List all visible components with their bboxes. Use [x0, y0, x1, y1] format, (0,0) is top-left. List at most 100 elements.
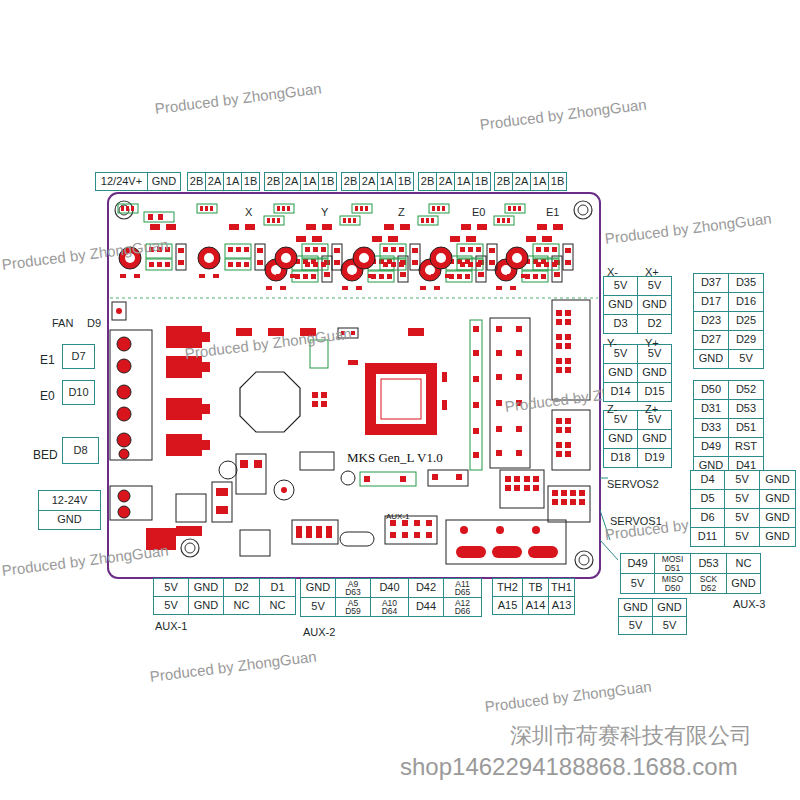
pin-cell: 2A [205, 172, 224, 191]
pin-cell: D2 [223, 578, 260, 597]
pin-name: A11 D65 [455, 580, 471, 597]
pin-cell: D16 [728, 292, 764, 312]
pin-name: D35 [736, 277, 756, 289]
pin-label: D9 [87, 317, 101, 329]
pin-name: 5V [663, 620, 676, 632]
pin-cell: A9 D63 [335, 578, 371, 598]
pin-name: 5V [614, 348, 627, 360]
pin-cell: GND [147, 172, 181, 191]
pin-cell: SCK D52 [690, 573, 727, 594]
pin-cell: A12 D66 [443, 597, 482, 617]
pin-name: D1 [270, 582, 284, 594]
silkscreen-text: X [245, 206, 252, 218]
pin-cell: GND [618, 598, 653, 617]
pin-name: NC [234, 600, 250, 612]
pin-label: FAN [52, 313, 73, 331]
pin-cell: 2B [187, 172, 206, 191]
pin-name: GND [765, 493, 789, 505]
pin-name: MOSI D51 [662, 555, 684, 572]
pin-label: AUX-3 [733, 598, 765, 610]
pin-label: E1 [40, 353, 55, 367]
pin-label: E0 [40, 389, 55, 403]
pin-cell: 5V [637, 344, 672, 364]
pin-cell: D2 [637, 314, 672, 334]
pin-cell: 5V [724, 527, 760, 547]
pin-cell: GND [637, 363, 672, 383]
pin-cell: D37 [693, 273, 729, 293]
pin-cell: D53 [728, 399, 764, 419]
pin-name: SCK D52 [700, 575, 717, 592]
pin-label: SERVOS1 [610, 511, 662, 529]
pin-name: D18 [610, 452, 630, 464]
pin-cell: 5V [724, 470, 760, 490]
pin-cell: 2A [436, 172, 455, 191]
pin-cell: D29 [728, 330, 764, 350]
pin-name: A5 D59 [345, 599, 361, 616]
pin-name: 5V [739, 353, 752, 365]
pin-label: X- [607, 262, 618, 280]
pin-cell: GND [188, 578, 224, 597]
pin-name: GND [194, 582, 218, 594]
pin-cell: D14 [603, 382, 638, 402]
pin-cell: D17 [693, 292, 729, 312]
pin-cell: 5V [620, 573, 655, 594]
pin-cell: D42 [408, 578, 444, 598]
pin-name: D2 [647, 318, 661, 330]
pin-name: D42 [416, 582, 436, 594]
watermark-text: Produced by ZhongGuan [1, 236, 169, 273]
pin-name: A14 [526, 600, 546, 612]
pin-name: 1B [551, 176, 564, 188]
pin-cell: D5 [690, 489, 725, 509]
pin-cell: 5V [637, 276, 672, 296]
pin-cell: 5V [300, 597, 336, 617]
silkscreen-text: AUX-1 [386, 512, 410, 521]
pin-name: 2A [362, 176, 375, 188]
pin-name: GND [765, 531, 789, 543]
pin-name: 5V [648, 348, 661, 360]
pin-name: 12/24V+ [101, 176, 142, 188]
pin-name: 5V [614, 280, 627, 292]
silkscreen-text: E0 [472, 202, 485, 220]
pin-name: 5V [648, 280, 661, 292]
pin-name: D29 [736, 334, 756, 346]
pin-name: D10 [68, 387, 88, 399]
pin-cell: A14 [522, 596, 549, 615]
pin-label: BED [33, 448, 58, 462]
watermark: Produced by ZhongGuan [1, 236, 170, 274]
pin-label: Y+ [645, 337, 659, 349]
pin-cell: TH1 [548, 578, 575, 597]
pin-name: 5V [735, 474, 748, 486]
pin-cell: GND [300, 578, 336, 598]
pin-cell: 5V [724, 489, 760, 509]
pin-cell: GND [759, 470, 796, 490]
pin-label: AUX-1 [155, 616, 187, 634]
pin-name: D53 [736, 403, 756, 415]
pin-name: 2B [190, 176, 203, 188]
pin-cell: GND [188, 596, 224, 615]
pin-label: X- [607, 266, 618, 278]
pin-cell: TH2 [492, 578, 523, 597]
pin-name: 1B [475, 176, 488, 188]
pin-name: GND [608, 299, 632, 311]
pin-name: D14 [610, 386, 630, 398]
pin-cell: 2A [282, 172, 301, 191]
pin-cell: 12-24V [38, 490, 101, 512]
pin-name: 1A [303, 176, 316, 188]
pin-cell: GND [652, 598, 687, 617]
pin-cell: 2B [341, 172, 360, 191]
pin-cell: GND [603, 429, 638, 449]
pin-cell: 5V [652, 616, 687, 635]
pin-cell: D6 [690, 508, 725, 528]
silkscreen-text: X [245, 202, 252, 220]
watermark: Produced by ZhongGuan [479, 96, 648, 134]
pin-name: D23 [701, 315, 721, 327]
pin-label: SERVOS1 [610, 515, 662, 527]
pin-cell: 5V [724, 508, 760, 528]
pin-name: GND [623, 602, 647, 614]
pin-name: GND [657, 602, 681, 614]
pin-cell: A11 D65 [443, 578, 482, 598]
pin-name: D41 [736, 460, 756, 472]
pin-cell: D49 [693, 437, 729, 457]
pin-name: D16 [736, 296, 756, 308]
